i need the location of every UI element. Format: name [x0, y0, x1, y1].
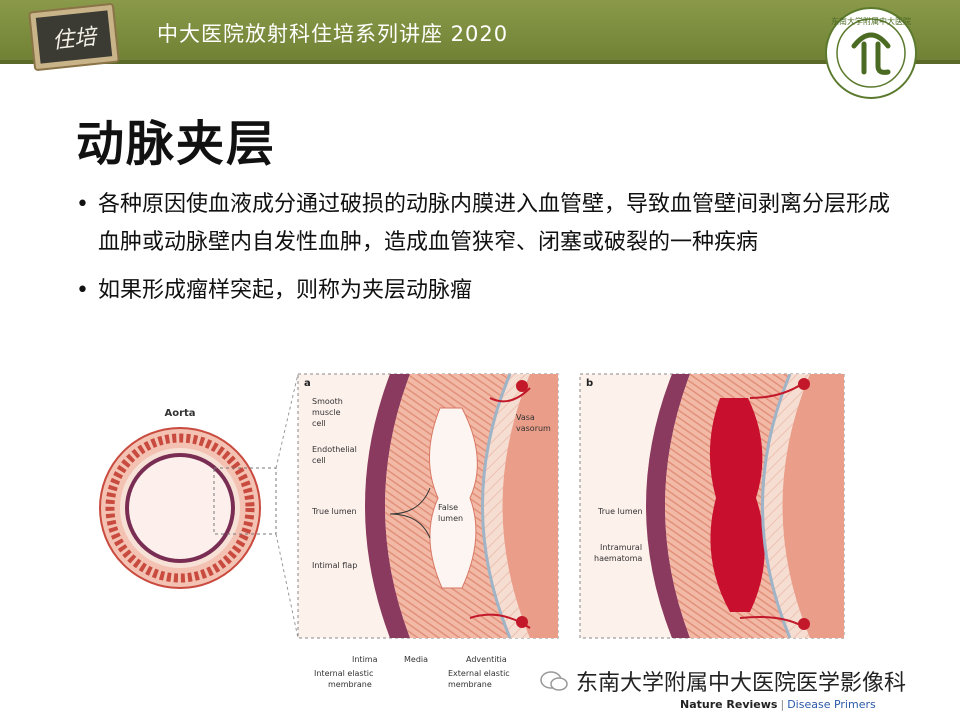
credit-journal: Nature Reviews — [680, 698, 778, 711]
label-vasa-vasorum: Vasa vasorum — [516, 413, 551, 433]
panel-a-letter: a — [304, 378, 311, 389]
label-true-lumen-b: True lumen — [597, 507, 643, 516]
label-intimal-flap: Intimal flap — [312, 561, 357, 570]
bullet-dot: • — [76, 192, 89, 217]
bullet-item: • 各种原因使血液成分通过破损的动脉内膜进入血管壁，导致血管壁间剥离分层形成血肿… — [76, 186, 896, 262]
watermark: 东南大学附属中大医院医学影像科 — [540, 665, 906, 697]
badge-text: 住培 — [51, 24, 100, 54]
watermark-text: 东南大学附属中大医院医学影像科 — [576, 671, 907, 696]
label-smooth-muscle: Smooth muscle cell — [312, 397, 345, 428]
figure-credit: Nature Reviews|Disease Primers — [680, 698, 876, 711]
label-endothelial-cell: Endothelial cell — [312, 445, 359, 465]
credit-series: Disease Primers — [787, 698, 876, 711]
header-title: 中大医院放射科住培系列讲座 2020 — [157, 22, 509, 46]
bullet-item: • 如果形成瘤样突起，则称为夹层动脉瘤 — [76, 272, 896, 310]
label-media: Media — [404, 655, 428, 664]
label-adventitia: Adventitia — [466, 655, 507, 664]
chalkboard-badge-icon: 住培 — [28, 3, 120, 71]
hospital-logo-icon: 东南大学附属中大医院 — [825, 7, 917, 99]
label-intramural-haematoma: Intramural haematoma — [594, 543, 645, 563]
bullet-text: 各种原因使血液成分通过破损的动脉内膜进入血管壁，导致血管壁间剥离分层形成血肿或动… — [98, 192, 891, 255]
header-bar — [0, 0, 960, 64]
wechat-icon — [540, 671, 568, 691]
logo-text: 东南大学附属中大医院 — [831, 16, 911, 26]
panel-b-letter: b — [586, 378, 593, 389]
label-intima: Intima — [352, 655, 378, 664]
header-stripe — [0, 60, 960, 64]
bullet-dot: • — [76, 278, 89, 303]
credit-separator: | — [780, 698, 785, 711]
label-external-elastic: External elastic membrane — [448, 669, 512, 689]
panel-b: b True lumen Intramural haematoma — [579, 373, 845, 639]
aortic-dissection-figure: Aorta a Smooth muscle cell — [99, 373, 845, 689]
label-internal-elastic: Internal elastic membrane — [314, 669, 376, 689]
label-true-lumen: True lumen — [311, 507, 357, 516]
bullet-list: • 各种原因使血液成分通过破损的动脉内膜进入血管壁，导致血管壁间剥离分层形成血肿… — [76, 186, 896, 310]
bullet-text: 如果形成瘤样突起，则称为夹层动脉瘤 — [98, 278, 473, 303]
aorta-label: Aorta — [164, 408, 195, 419]
aorta-cross-section: Aorta — [99, 373, 299, 639]
slide-title: 动脉夹层 — [76, 116, 277, 172]
label-false-lumen: False lumen — [438, 503, 463, 523]
panel-a: a Smooth muscle cell Endothelial cell Tr… — [297, 373, 559, 689]
